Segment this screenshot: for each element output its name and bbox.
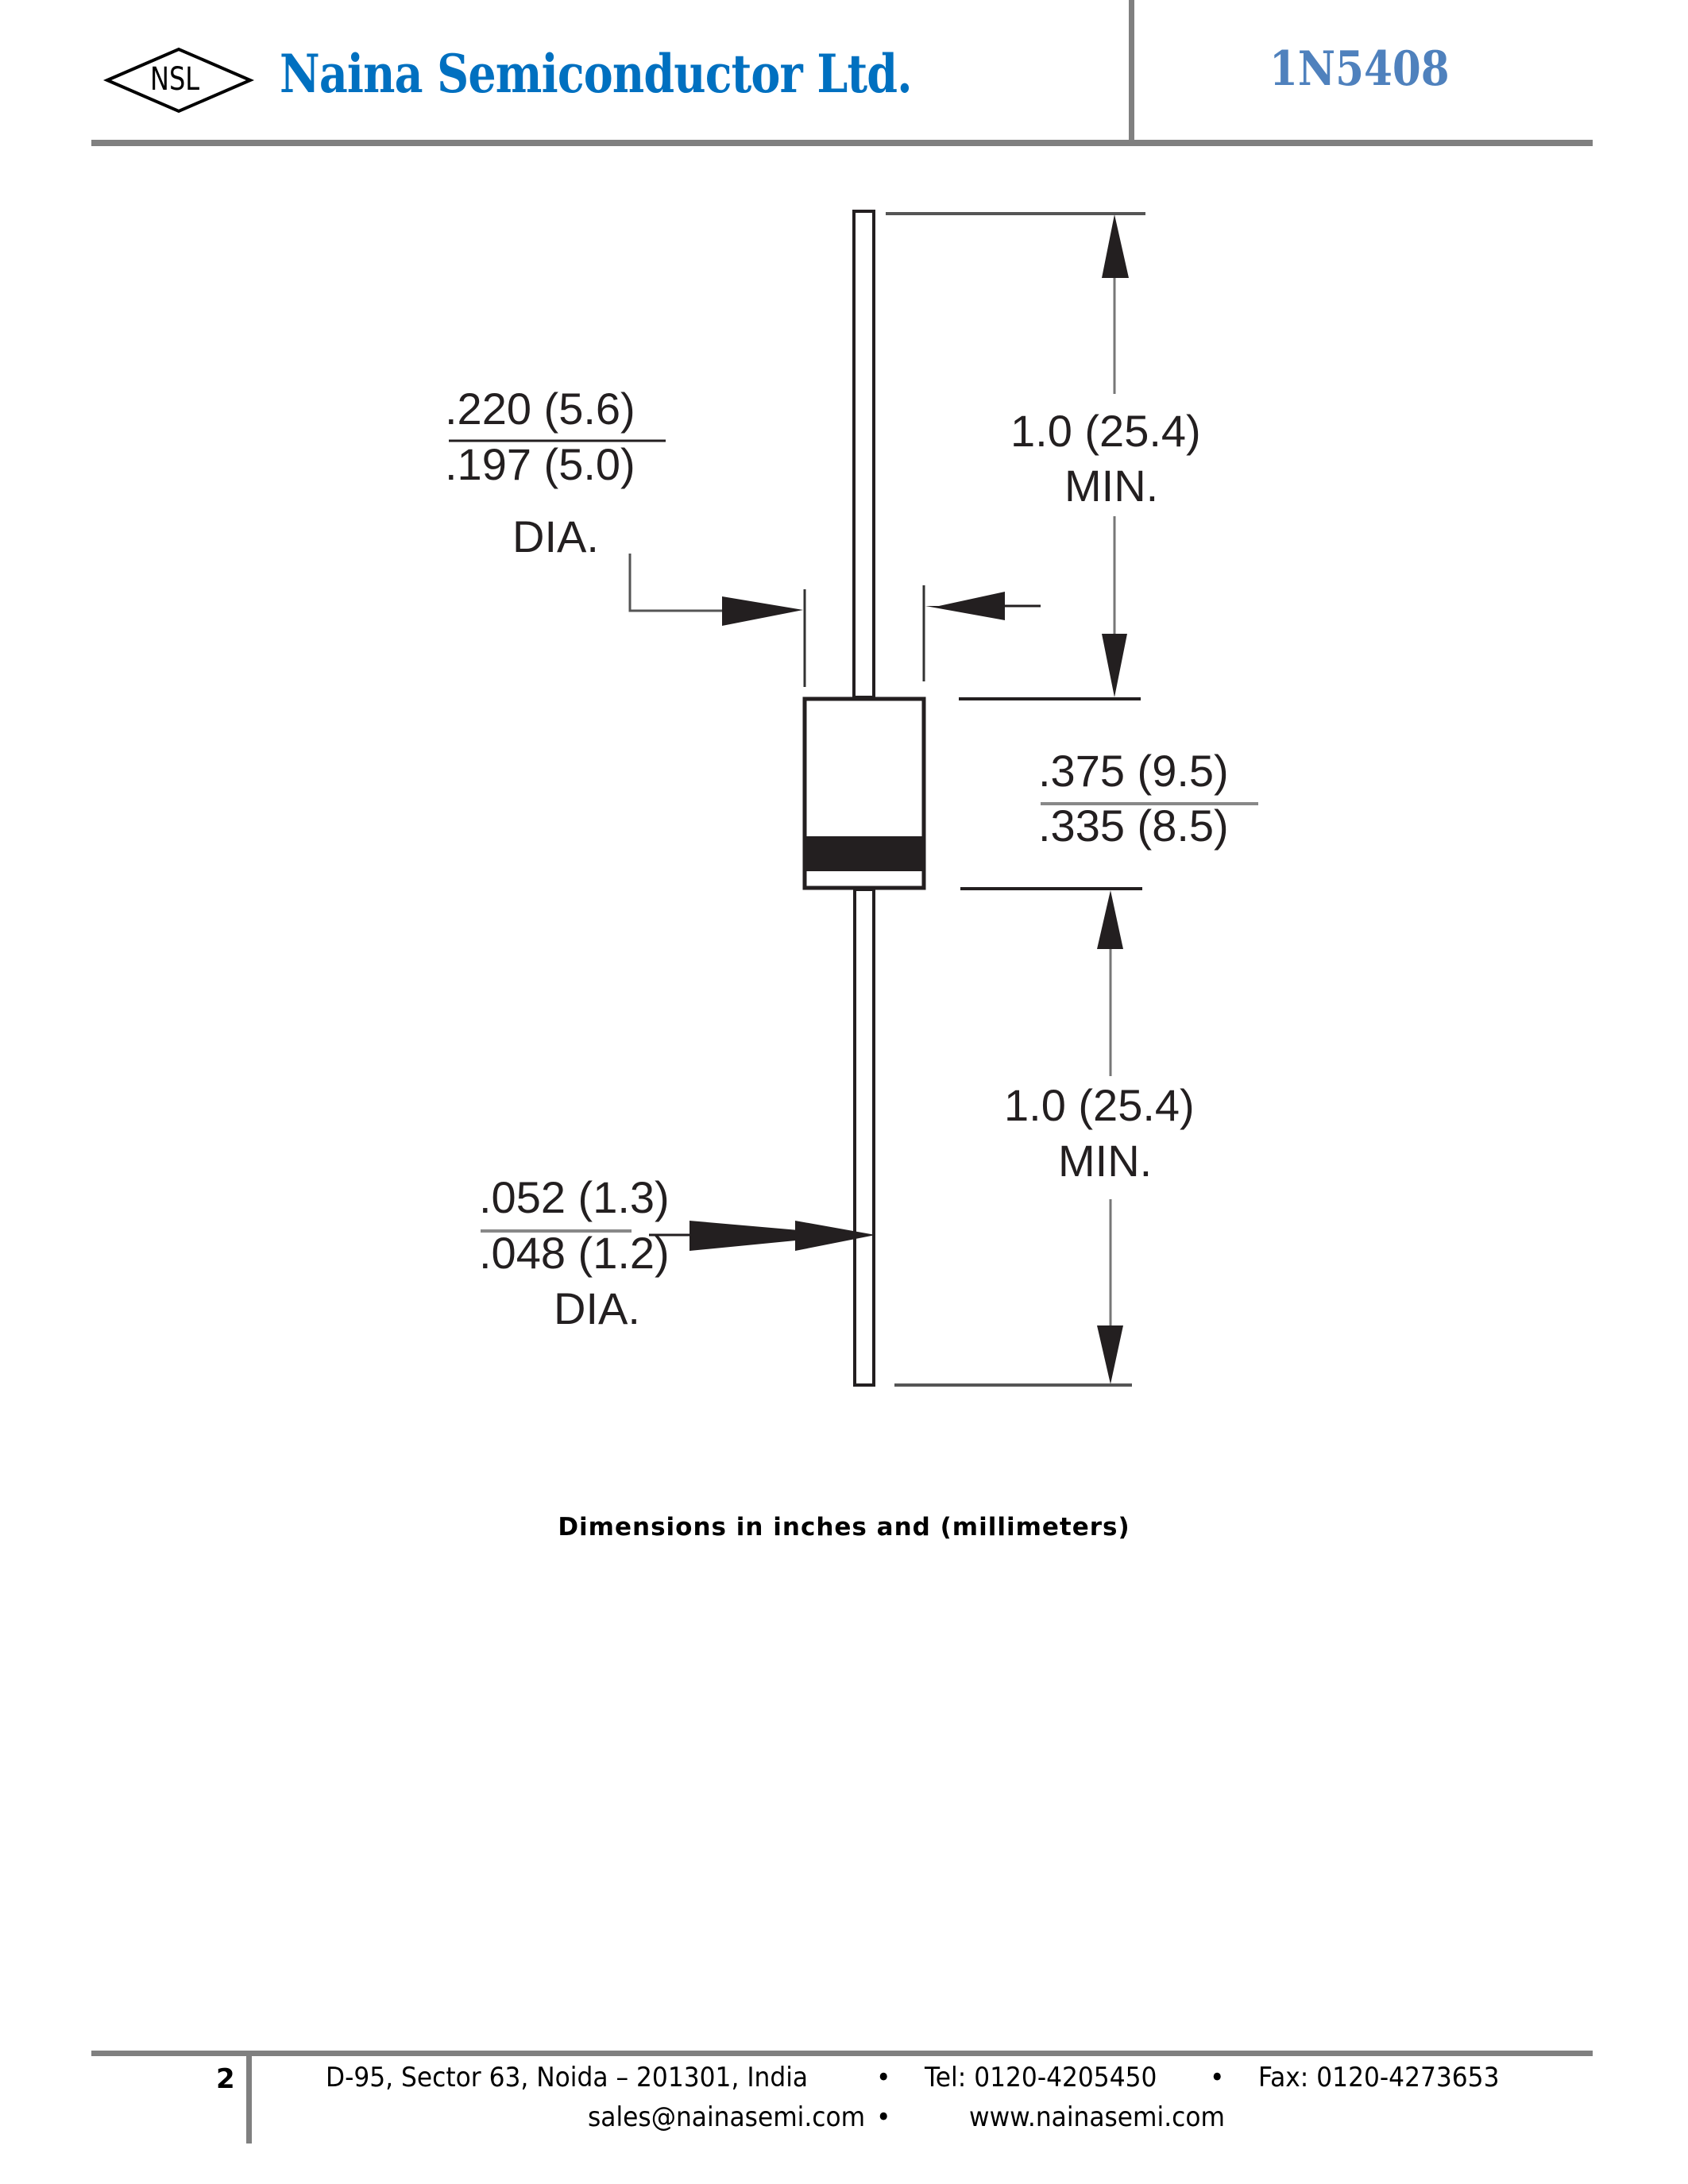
footer-separator: •	[1210, 2062, 1225, 2093]
footer-divider	[246, 2056, 252, 2143]
bottom-lead	[853, 888, 875, 1387]
lead-diameter-min: .048 (1.2)	[479, 1228, 670, 1278]
body-diameter-label: DIA.	[512, 511, 599, 561]
footer-separator: •	[876, 2101, 891, 2133]
footer-separator: •	[876, 2062, 891, 2093]
top-lead-length-value: 1.0 (25.4)	[1010, 406, 1201, 456]
arrow-right-icon	[722, 596, 803, 626]
part-number: 1N5408	[1269, 41, 1450, 97]
footer-email[interactable]: sales@nainasemi.com	[588, 2101, 866, 2133]
bottom-lead-length-value: 1.0 (25.4)	[1004, 1080, 1195, 1130]
arrow-up-icon	[1097, 890, 1123, 949]
arrow-down-icon	[1102, 634, 1127, 697]
header-rule	[91, 140, 1593, 146]
arrow-right-icon	[689, 1221, 853, 1251]
body-length-min: .335 (8.5)	[1038, 801, 1229, 851]
top-lead-length-label: MIN.	[1064, 461, 1159, 511]
body-diameter-max: .220 (5.6)	[445, 384, 635, 434]
footer-website[interactable]: www.nainasemi.com	[969, 2101, 1225, 2133]
header-divider	[1129, 0, 1134, 143]
page-number: 2	[216, 2063, 235, 2095]
footer-fax: Fax: 0120-4273653	[1258, 2062, 1500, 2093]
body-length-max: .375 (9.5)	[1038, 746, 1229, 796]
body-diameter-min: .197 (5.0)	[445, 439, 635, 489]
lead-diameter-label: DIA.	[554, 1283, 640, 1333]
company-name: Naina Semiconductor Ltd.	[280, 43, 913, 105]
footer-tel: Tel: 0120-4205450	[925, 2062, 1157, 2093]
arrow-left-icon	[925, 592, 1005, 620]
leader-line	[628, 554, 723, 612]
arrow-left-icon-lead	[795, 1221, 875, 1251]
arrow-up-icon	[1102, 214, 1129, 278]
dimensions-caption: Dimensions in inches and (millimeters)	[558, 1513, 1130, 1542]
footer-address: D-95, Sector 63, Noida – 201301, India	[326, 2062, 809, 2093]
arrow-down-icon	[1097, 1325, 1123, 1384]
top-lead	[852, 210, 875, 699]
lead-diameter-max: .052 (1.3)	[479, 1172, 670, 1222]
cathode-band	[805, 836, 923, 871]
logo-diamond-icon	[102, 47, 255, 114]
footer-rule	[91, 2051, 1593, 2056]
logo-text: NSL	[150, 61, 200, 98]
bottom-lead-length-label: MIN.	[1058, 1136, 1153, 1186]
